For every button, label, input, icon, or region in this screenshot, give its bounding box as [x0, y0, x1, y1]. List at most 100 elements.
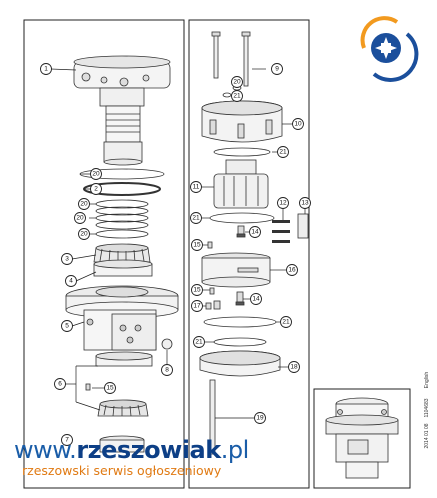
callout-21-top: 21 — [231, 90, 243, 102]
emblem-cross-logo-icon — [360, 16, 419, 82]
part-lower-housing — [65, 285, 179, 351]
callout-21-spool: 21 — [190, 212, 202, 224]
callout-2: 2 — [90, 183, 102, 195]
left-panel-frame — [23, 19, 185, 489]
callout-1: 1 — [40, 63, 52, 75]
callout-6: 6 — [54, 378, 66, 390]
svg-text:7: 7 — [65, 437, 69, 444]
svg-text:15: 15 — [193, 287, 201, 294]
part-plug-pair — [205, 300, 221, 310]
svg-text:9: 9 — [275, 66, 279, 73]
svg-text:19: 19 — [256, 415, 264, 422]
svg-text:15: 15 — [193, 242, 201, 249]
center-panel-frame — [188, 19, 310, 489]
callout-15-left: 15 — [104, 382, 116, 394]
part-block — [297, 213, 309, 239]
part-check-valve-upper — [236, 225, 246, 238]
part-seal-strips — [272, 220, 290, 243]
svg-text:15: 15 — [106, 385, 114, 392]
part-rod — [209, 379, 216, 455]
part-shaft — [103, 105, 143, 166]
callout-21-mid: 21 — [193, 336, 205, 348]
callout-10: 10 — [292, 118, 304, 130]
svg-text:3: 3 — [65, 256, 69, 263]
svg-text:12: 12 — [279, 200, 287, 207]
callout-19: 19 — [254, 412, 266, 424]
callout-9: 9 — [271, 63, 283, 75]
callout-20-ring-a: 20 — [78, 198, 90, 210]
svg-text:18: 18 — [290, 364, 298, 371]
callout-15-lower: 15 — [191, 284, 203, 296]
svg-text:5: 5 — [65, 323, 69, 330]
watermark-url-suffix: .pl — [220, 436, 250, 464]
watermark-tagline: rzeszowski serwis ogłoszeniowy — [22, 463, 222, 478]
svg-text:14: 14 — [251, 229, 259, 236]
document-date: 2014 01 08 — [424, 423, 430, 448]
svg-text:20: 20 — [92, 171, 100, 178]
part-upper-housing — [73, 55, 171, 107]
part-dowel-pin — [207, 241, 213, 249]
svg-text:13: 13 — [301, 200, 309, 207]
svg-text:8: 8 — [165, 367, 169, 374]
callout-15-upper: 15 — [191, 239, 203, 251]
callout-17: 17 — [191, 300, 203, 312]
svg-text:6: 6 — [58, 381, 62, 388]
callout-18: 18 — [288, 361, 300, 373]
svg-text:20: 20 — [76, 215, 84, 222]
callout-14-upper: 14 — [249, 226, 261, 238]
svg-text:20: 20 — [233, 79, 241, 86]
part-tapered-bearing-upper — [93, 243, 151, 263]
part-rotary-spool — [213, 159, 269, 209]
part-ring-housing — [201, 252, 271, 288]
callout-11: 11 — [190, 181, 202, 193]
part-check-valve-lower — [235, 291, 245, 306]
part-small-seal — [222, 92, 232, 98]
svg-text:21: 21 — [192, 215, 200, 222]
part-ring-stack — [95, 199, 149, 239]
svg-text:20: 20 — [80, 231, 88, 238]
svg-text:20: 20 — [80, 201, 88, 208]
watermark-url: www.rzeszowiak.pl — [14, 436, 249, 464]
svg-text:1: 1 — [44, 66, 48, 73]
callout-5: 5 — [61, 320, 73, 332]
part-bearing-race — [93, 259, 153, 277]
document-number: 1104683 — [424, 398, 430, 417]
svg-text:4: 4 — [69, 278, 73, 285]
part-bottom-cover — [99, 435, 145, 453]
callout-12: 12 — [277, 197, 289, 209]
part-tapered-bearing-lower — [97, 399, 149, 417]
part-spacer-ring — [95, 351, 153, 367]
part-large-oring — [203, 316, 277, 328]
document-language: English — [424, 372, 430, 389]
callout-21-cap: 21 — [277, 146, 289, 158]
watermark-url-prefix: www. — [14, 436, 77, 464]
callout-7: 7 — [61, 434, 73, 446]
part-bolts — [211, 31, 251, 87]
part-dowel-pin-lower — [209, 287, 215, 295]
overview-inset-frame — [313, 388, 411, 489]
callout-21-large: 21 — [280, 316, 292, 328]
svg-text:10: 10 — [294, 121, 302, 128]
part-spool-ring — [209, 212, 275, 224]
assembly-overview-drawing — [325, 397, 399, 479]
svg-text:2: 2 — [94, 186, 98, 193]
svg-text:21: 21 — [279, 149, 287, 156]
svg-text:21: 21 — [195, 339, 203, 346]
part-base-plate — [199, 350, 281, 377]
part-bushing — [161, 338, 173, 350]
callout-3: 3 — [61, 253, 73, 265]
callout-20-center: 20 — [231, 76, 243, 88]
callout-13: 13 — [299, 197, 311, 209]
part-top-cap — [201, 100, 283, 143]
watermark-url-brand: rzeszowiak — [76, 436, 221, 464]
svg-text:21: 21 — [233, 93, 241, 100]
callout-4: 4 — [65, 275, 77, 287]
callout-20-upper: 20 — [90, 168, 102, 180]
callout-20-ring-c: 20 — [78, 228, 90, 240]
callout-20-ring-b: 20 — [74, 212, 86, 224]
part-mid-oring — [213, 337, 267, 347]
part-pin — [85, 383, 91, 391]
callout-14-lower: 14 — [250, 293, 262, 305]
